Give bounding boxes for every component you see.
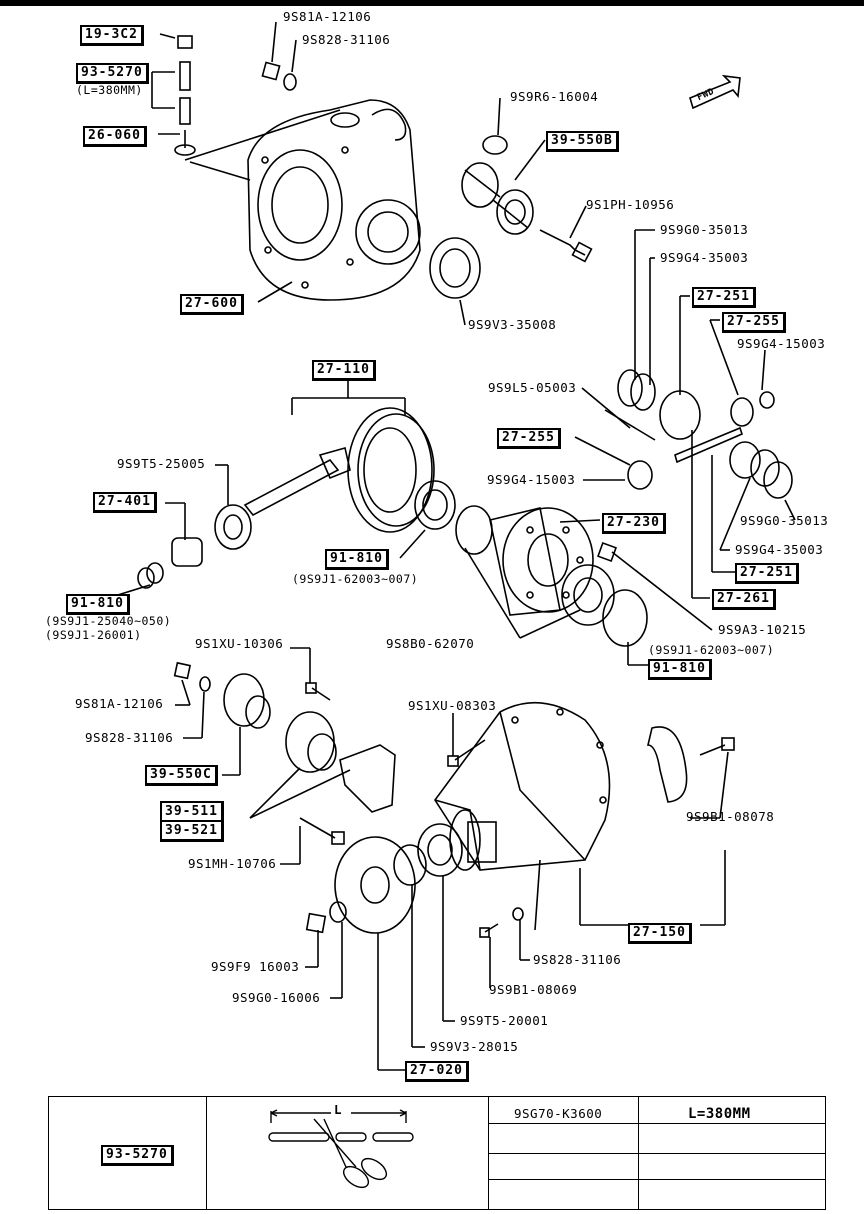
- part-9s81a-12106-top: 9S81A-12106: [283, 9, 372, 24]
- part-9s1xu-08303: 9S1XU-08303: [408, 698, 497, 713]
- label-91-810-middle: 91-810: [325, 549, 389, 570]
- label-26-060: 26-060: [83, 126, 147, 147]
- label-39-550c: 39-550C: [145, 765, 218, 786]
- label-39-511: 39-511: [160, 801, 224, 821]
- mount-bracket-drawing: [223, 673, 396, 813]
- part-9s1ph-10956: 9S1PH-10956: [586, 197, 675, 212]
- part-9s9j1-26001: (9S9J1-26001): [45, 628, 142, 642]
- part-9s9g0-35013-lower: 9S9G0-35013: [740, 513, 829, 528]
- legend-table: 93-5270 L 9SG70-K3600 L=380MM: [48, 1096, 826, 1210]
- part-9s9b1-08069: 9S9B1-08069: [489, 982, 578, 997]
- length-note-top: (L=380MM): [76, 83, 143, 97]
- legend-length: L=380MM: [688, 1106, 751, 1122]
- part-9s9t5-25005: 9S9T5-25005: [117, 456, 206, 471]
- label-39-550b: 39-550B: [546, 131, 619, 152]
- legend-cell-illustration: L: [206, 1097, 489, 1209]
- label-93-5270: 93-5270: [76, 63, 149, 84]
- label-27-150: 27-150: [628, 923, 692, 944]
- part-9s1xu-10306: 9S1XU-10306: [195, 636, 284, 651]
- part-9s9b1-08078: 9S9B1-08078: [686, 809, 775, 824]
- label-19-3c2: 19-3C2: [80, 25, 144, 46]
- pinion-drawing: [171, 447, 351, 567]
- label-91-810-right: 91-810: [648, 659, 712, 680]
- part-9s9v3-28015: 9S9V3-28015: [430, 1039, 519, 1054]
- part-9s9g0-35013-upper: 9S9G0-35013: [660, 222, 749, 237]
- scissors-icon: [313, 1118, 357, 1168]
- part-9s9g4-35003-lower: 9S9G4-35003: [735, 542, 824, 557]
- label-27-020: 27-020: [405, 1061, 469, 1082]
- part-9s9f9-16003: 9S9F9 16003: [211, 959, 300, 974]
- legend-cell-length: L=380MM: [638, 1097, 825, 1209]
- companion-flange-drawing: [334, 809, 481, 934]
- legend-part-number-box: 93-5270: [101, 1145, 174, 1166]
- carrier-housing-drawing: [247, 99, 421, 301]
- part-9s9r6-16004: 9S9R6-16004: [510, 89, 599, 104]
- label-91-810-left: 91-810: [66, 594, 130, 615]
- label-27-261: 27-261: [712, 589, 776, 610]
- part-9s9l5-05003: 9S9L5-05003: [488, 380, 577, 395]
- part-9s828-31106-lower: 9S828-31106: [85, 730, 174, 745]
- part-9s9g4-35003-upper: 9S9G4-35003: [660, 250, 749, 265]
- part-9s9g4-15003-middle: 9S9G4-15003: [487, 472, 576, 487]
- label-27-255-middle: 27-255: [497, 428, 561, 449]
- label-27-251-upper: 27-251: [692, 287, 756, 308]
- label-27-600: 27-600: [180, 294, 244, 315]
- legend-cell-part-number: 9SG70-K3600: [488, 1097, 639, 1209]
- legend-dimension-letter: L: [334, 1102, 343, 1117]
- part-9s1mh-10706: 9S1MH-10706: [188, 856, 277, 871]
- part-9s9v3-35008: 9S9V3-35008: [468, 317, 557, 332]
- label-27-401: 27-401: [93, 492, 157, 513]
- differential-case-drawing: [455, 505, 594, 616]
- part-9s9j1-25040: (9S9J1-25040~050): [45, 614, 172, 628]
- part-9s828-31106-bottom: 9S828-31106: [533, 952, 622, 967]
- part-9s9g0-16006: 9S9G0-16006: [232, 990, 321, 1005]
- ring-gear-drawing: [347, 407, 435, 533]
- part-9s9a3-10215: 9S9A3-10215: [718, 622, 807, 637]
- part-9s9j1-62003-right: (9S9J1-62003~007): [648, 643, 775, 657]
- label-39-521: 39-521: [160, 820, 224, 842]
- part-9s9g4-15003-upper: 9S9G4-15003: [737, 336, 826, 351]
- label-27-230: 27-230: [602, 513, 666, 534]
- label-27-110: 27-110: [312, 360, 376, 381]
- part-9s9j1-62003-middle: (9S9J1-62003~007): [292, 572, 419, 586]
- part-9s81a-12106-lower: 9S81A-12106: [75, 696, 164, 711]
- part-9s828-31106-top: 9S828-31106: [302, 32, 391, 47]
- label-27-251-lower: 27-251: [735, 563, 799, 584]
- cutting-illustration: [268, 1109, 414, 1189]
- part-9s9t5-20001: 9S9T5-20001: [460, 1013, 549, 1028]
- label-27-255-upper: 27-255: [722, 312, 786, 333]
- legend-cell-part: 93-5270: [49, 1097, 207, 1209]
- legend-part-number: 9SG70-K3600: [514, 1106, 603, 1121]
- rear-cover-drawing: [434, 701, 611, 871]
- top-border: [0, 0, 864, 6]
- bushing-drawing: [461, 162, 534, 235]
- part-9s8b0-62070: 9S8B0-62070: [386, 636, 475, 651]
